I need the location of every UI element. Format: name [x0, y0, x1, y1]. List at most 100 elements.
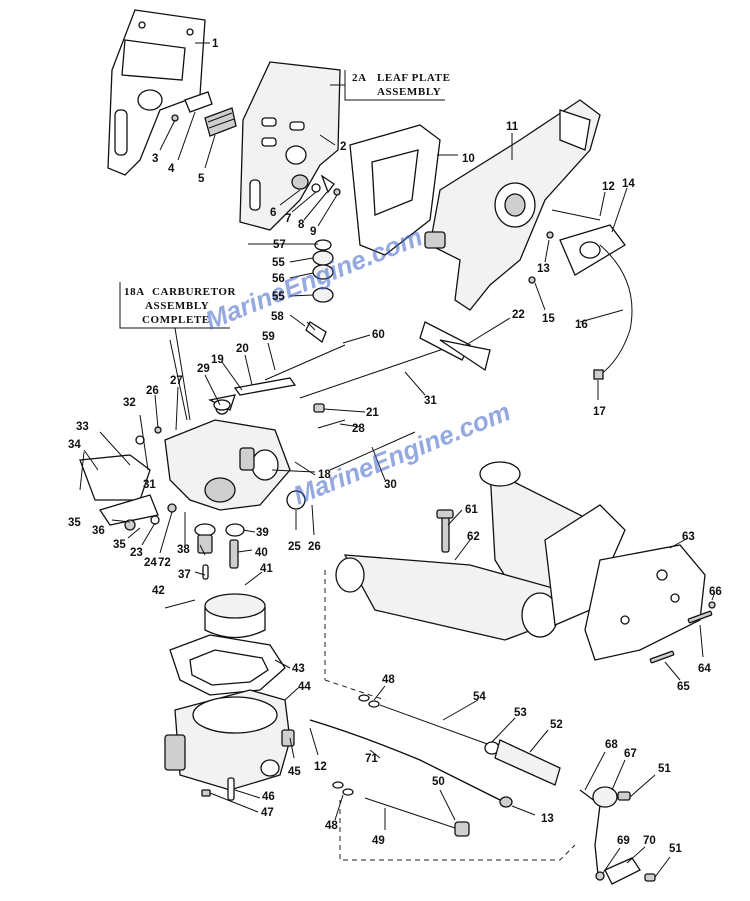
mount-stack-55-57 [305, 239, 334, 344]
callout-23: 23 [130, 547, 143, 559]
callout-48-2: 48 [325, 820, 338, 832]
callout-43: 43 [292, 663, 305, 675]
intake-gasket-part-10 [349, 124, 441, 256]
callout-22: 22 [512, 309, 525, 321]
callout-56: 56 [272, 273, 285, 285]
callout-35-2: 35 [113, 539, 126, 551]
callout-45: 45 [288, 766, 301, 778]
intake-manifold-part-11 [424, 99, 601, 311]
carburetor-assembly-label: 18A CARBURETOR ASSEMBLY COMPLETE [119, 282, 236, 421]
callout-59: 59 [262, 331, 275, 343]
float-bowl-part-44 [164, 689, 295, 801]
leaf-parts-6-9 [291, 174, 341, 196]
callout-47: 47 [261, 807, 274, 819]
gasket-part-1 [107, 9, 206, 176]
callout-33: 33 [76, 421, 89, 433]
callout-71: 71 [365, 753, 378, 765]
callout-35: 35 [68, 517, 81, 529]
callout-63: 63 [682, 531, 695, 543]
callout-21: 21 [366, 407, 379, 419]
callout-65: 65 [677, 681, 690, 693]
intake-parts-12-17 [528, 209, 633, 380]
callout-72: 72 [158, 557, 171, 569]
callout-37: 37 [178, 569, 191, 581]
callout-11: 11 [506, 121, 519, 133]
bowl-gasket-part-43 [169, 634, 286, 696]
callout-70: 70 [643, 835, 656, 847]
callout-41: 41 [260, 563, 273, 575]
leaf-plate-part-2 [239, 61, 341, 231]
callout-68: 68 [605, 739, 618, 751]
callout-30: 30 [384, 479, 397, 491]
callout-26: 26 [146, 385, 159, 397]
callout-64: 64 [698, 663, 711, 675]
callout-24: 24 [144, 557, 157, 569]
callout-58: 58 [271, 311, 284, 323]
callout-5: 5 [198, 173, 205, 185]
callout-29: 29 [197, 363, 210, 375]
watermark-text-upper: MarineEngine.com [201, 221, 427, 335]
callout-48: 48 [382, 674, 395, 686]
callout-20: 20 [236, 343, 249, 355]
throttle-linkage-parts [233, 321, 491, 471]
callout-49: 49 [372, 835, 385, 847]
callout-53: 53 [514, 707, 527, 719]
callout-4: 4 [168, 163, 175, 175]
callout-69: 69 [617, 835, 630, 847]
callout-26-2: 26 [308, 541, 321, 553]
callout-55-2: 55 [272, 291, 285, 303]
callout-32: 32 [123, 397, 136, 409]
leaf-plate-assembly-number: 2A [352, 72, 367, 84]
callout-60: 60 [372, 329, 385, 341]
callout-10: 10 [462, 153, 475, 165]
carburetor-left-parts [79, 399, 231, 531]
callout-3: 3 [152, 153, 158, 165]
callout-9: 9 [310, 226, 316, 238]
callout-1: 1 [212, 38, 219, 50]
callout-15: 15 [542, 313, 555, 325]
callout-38: 38 [177, 544, 190, 556]
leaf-plate-assembly-line1: LEAF PLATE [377, 72, 451, 84]
callout-28: 28 [352, 423, 365, 435]
leaf-parts-3-4-5 [171, 91, 237, 137]
callout-51-2: 51 [669, 843, 682, 855]
leader-lines [79, 42, 716, 878]
callout-2: 2 [340, 141, 346, 153]
callout-25: 25 [288, 541, 301, 553]
callout-17: 17 [593, 406, 606, 418]
callout-51: 51 [658, 763, 671, 775]
callout-67: 67 [624, 748, 637, 760]
callout-31-2: 31 [143, 479, 156, 491]
callout-7: 7 [285, 213, 291, 225]
lower-linkage-parts [309, 570, 656, 885]
watermark-text-lower: MarineEngine.com [289, 396, 515, 510]
float-needle-parts-37-41 [164, 523, 266, 639]
callout-44: 44 [298, 681, 311, 693]
callout-42: 42 [152, 585, 165, 597]
callout-8: 8 [298, 219, 305, 231]
callout-6: 6 [270, 207, 276, 219]
callout-36: 36 [92, 525, 105, 537]
carburetor-assembly-line1: CARBURETOR [152, 286, 236, 298]
callout-12-2: 12 [314, 761, 327, 773]
callout-13-2: 13 [541, 813, 554, 825]
callout-18: 18 [318, 469, 331, 481]
callout-55: 55 [272, 257, 285, 269]
callout-31: 31 [424, 395, 437, 407]
leaf-plate-assembly-line2: ASSEMBLY [377, 86, 441, 98]
callout-13: 13 [537, 263, 550, 275]
callout-52: 52 [550, 719, 563, 731]
callout-62: 62 [467, 531, 480, 543]
callout-66: 66 [709, 586, 722, 598]
carburetor-assembly-line3: COMPLETE [142, 314, 210, 326]
callout-12: 12 [602, 181, 615, 193]
callout-61: 61 [465, 504, 478, 516]
callout-16: 16 [575, 319, 588, 331]
mount-plate-part-63 [584, 544, 716, 664]
callout-14: 14 [622, 178, 635, 190]
callout-46: 46 [262, 791, 275, 803]
callout-39: 39 [256, 527, 269, 539]
callout-50: 50 [432, 776, 445, 788]
